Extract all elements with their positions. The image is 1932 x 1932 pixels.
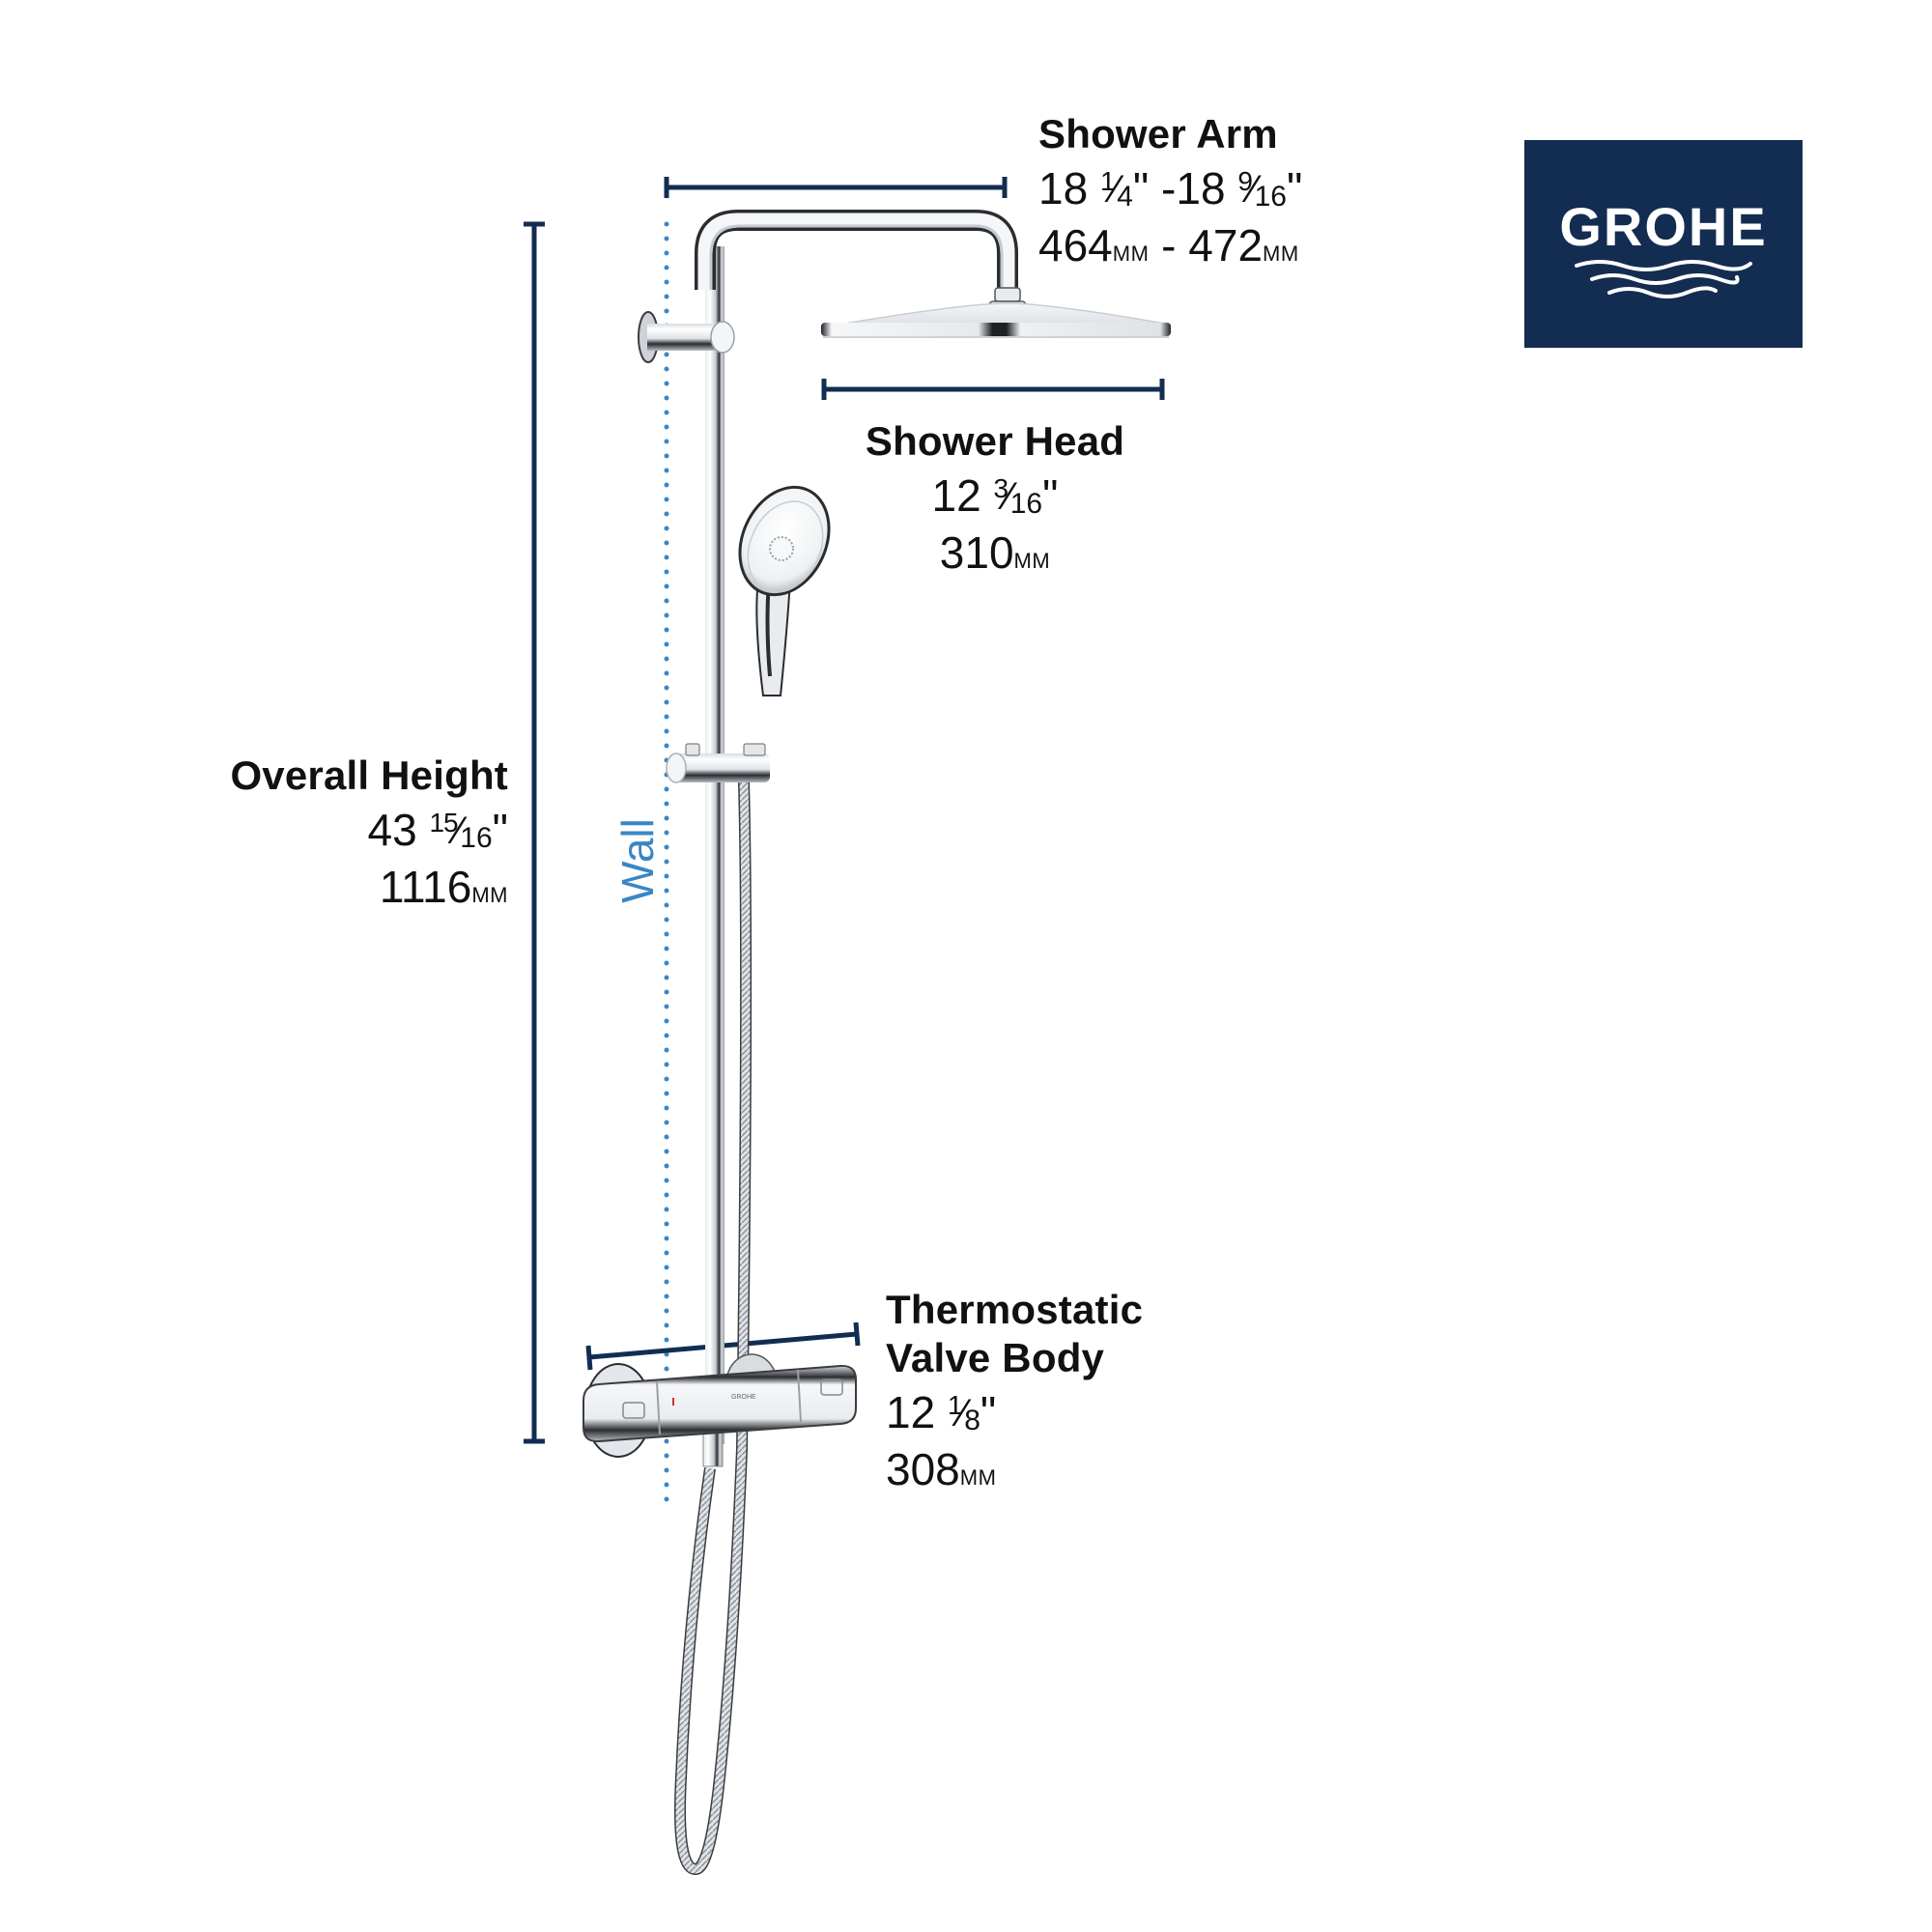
- hand-shower: [738, 485, 831, 696]
- shower-arm-dimension-line: [664, 177, 1008, 198]
- valve-body-metric: 308MM: [886, 1444, 997, 1494]
- hand-shower-slider: [666, 743, 770, 783]
- thermostatic-valve: GROHE: [582, 1353, 857, 1458]
- waves-icon: [1575, 260, 1752, 298]
- valve-body-title-line-1: Thermostatic: [886, 1287, 1144, 1332]
- overall-height-dimension-line: [524, 221, 545, 1444]
- overall-height-title: Overall Height: [230, 753, 508, 798]
- grohe-logo: GROHE: [1524, 140, 1803, 348]
- shower-arm-imperial: 18 1⁄4" -18 9⁄16": [1038, 163, 1303, 213]
- shower-head-title: Shower Head: [865, 418, 1125, 464]
- overall-height-label: Overall Height 43 15⁄16" 1116MM: [174, 753, 508, 912]
- wall-label: Wall: [612, 818, 663, 903]
- shower-arm-title: Shower Arm: [1038, 111, 1278, 156]
- shower-head-metric: 310MM: [939, 527, 1051, 578]
- overall-height-imperial: 43 15⁄16": [367, 805, 508, 855]
- shower-arm-label: Shower Arm 18 1⁄4" -18 9⁄16" 464MM - 472…: [1038, 111, 1303, 270]
- shower-head-label: Shower Head 12 3⁄16" 310MM: [850, 418, 1140, 578]
- shower-arm: [695, 210, 1018, 290]
- grohe-logo-text: GROHE: [1559, 196, 1768, 257]
- riser-pipe: [705, 246, 724, 1444]
- overall-height-metric: 1116MM: [379, 862, 508, 912]
- wall-bracket-top: [638, 311, 735, 363]
- svg-text:GROHE: GROHE: [731, 1394, 756, 1401]
- rain-shower-head: [821, 302, 1172, 338]
- valve-body-label: Thermostatic Valve Body 12 1⁄8" 308MM: [886, 1290, 1143, 1492]
- valve-body-imperial: 12 1⁄8": [886, 1387, 997, 1437]
- valve-body-title-line-2: Valve Body: [886, 1335, 1105, 1380]
- shower-head-imperial: 12 3⁄16": [931, 470, 1059, 521]
- shower-head-dimension-line: [821, 379, 1165, 400]
- shower-arm-metric: 464MM - 472MM: [1038, 220, 1299, 270]
